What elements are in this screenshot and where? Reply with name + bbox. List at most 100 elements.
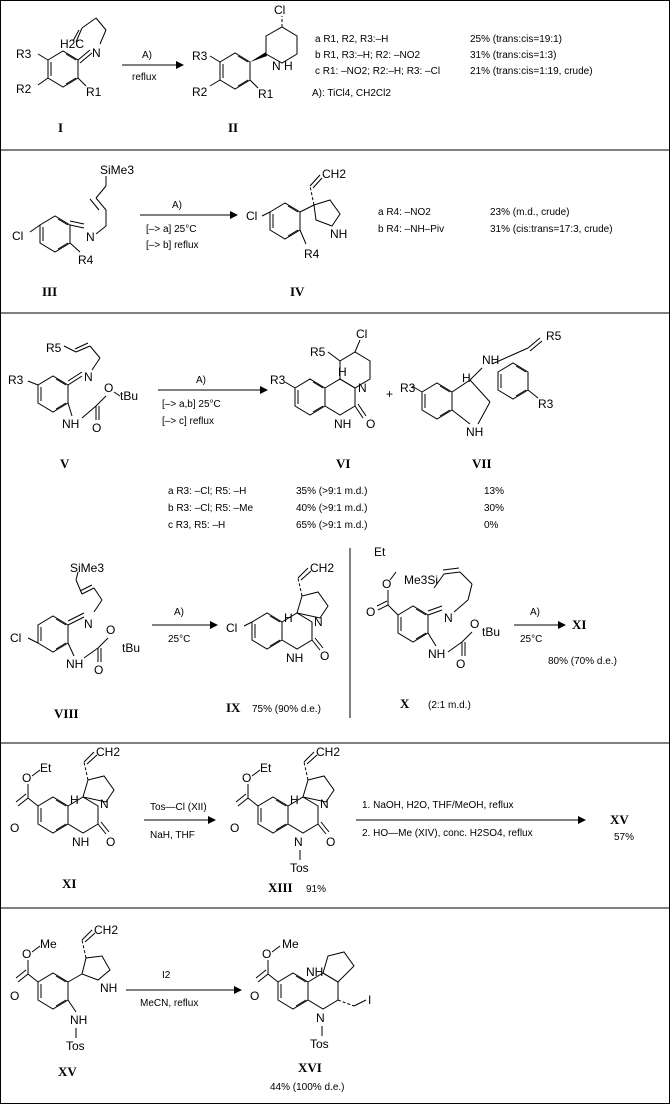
compound-II: R3 R2 R1 N H Cl II — [192, 3, 298, 135]
label-IV: IV — [290, 284, 305, 299]
atom-NH: NH — [428, 647, 445, 661]
r3-reagent: A) — [196, 375, 206, 386]
label-XV: XV — [58, 1064, 77, 1079]
compound-XV: O O Me NH CH2 NH Tos XV — [10, 923, 118, 1079]
atom-N: N — [314, 615, 323, 629]
reaction-1-arrow: A) reflux — [122, 50, 184, 83]
label-XIII: XIII — [268, 880, 293, 895]
atom-tBu: tBu — [482, 625, 500, 639]
atom-O: O — [92, 421, 101, 435]
atom-NH: NH — [70, 1013, 87, 1027]
r1-condition: reflux — [132, 72, 156, 83]
atom-NH: NH — [334, 417, 351, 431]
atom-Tos: Tos — [310, 1037, 329, 1051]
atom-R3: R3 — [270, 373, 286, 387]
label-XVI: XVI — [298, 1060, 322, 1075]
r2-condition-b: [–> b] reflux — [146, 240, 199, 251]
atom-O: O — [262, 947, 271, 961]
atom-R5: R5 — [46, 341, 62, 355]
atom-O: O — [10, 989, 19, 1003]
atom-Et: Et — [40, 761, 52, 775]
atom-Tos: Tos — [66, 1039, 85, 1053]
atom-NH: NH — [482, 353, 499, 367]
r5-condition: 25°C — [520, 634, 542, 645]
r3-yield-vi-c: 65% (>9:1 m.d.) — [296, 520, 367, 531]
atom-O: O — [242, 771, 251, 785]
compound-III: Cl R4 N SiMe3 III — [12, 163, 134, 299]
r6-condition: NaH, THF — [150, 830, 195, 841]
r1-yield-a: 25% (trans:cis=19:1) — [470, 34, 562, 45]
atom-O: O — [382, 577, 391, 591]
reaction-8-arrow: I2 MeCN, reflux — [126, 970, 242, 1009]
r3-yield-vii-c: 0% — [484, 520, 499, 531]
atom-O: O — [22, 947, 31, 961]
plus-sign: + — [386, 387, 393, 401]
atom-H2C: H2C — [60, 37, 84, 51]
atom-SiMe3: SiMe3 — [70, 561, 104, 575]
compound-VI: R3 N O NH R5 Cl H VI — [270, 327, 375, 471]
r1-yield-b: 31% (trans:cis=1:3) — [470, 50, 556, 61]
label-XI-product: XI — [572, 617, 586, 632]
atom-CH2: CH2 — [96, 745, 120, 759]
r4-yield: 75% (90% d.e.) — [252, 704, 321, 715]
atom-R3: R3 — [8, 373, 24, 387]
r3-variant-b: b R3: –Cl; R5: –Me — [168, 503, 253, 514]
r3-condition-c: [–> c] reflux — [162, 416, 214, 427]
atom-R2: R2 — [16, 82, 32, 96]
atom-HN: NH — [306, 965, 323, 979]
r2-condition-a: [–> a] 25°C — [146, 224, 196, 235]
reaction-1-results: a R1, R2, R3:–H 25% (trans:cis=19:1) b R… — [312, 34, 593, 99]
atom-N: N — [86, 230, 95, 244]
reaction-6-arrow: Tos—Cl (XII) NaH, THF — [144, 802, 216, 841]
label-III: III — [42, 284, 57, 299]
label-VI: VI — [336, 456, 350, 471]
atom-H: H — [284, 59, 293, 73]
label-XV-product: XV — [610, 812, 629, 827]
r5-yield: 80% (70% d.e.) — [548, 656, 617, 667]
atom-N: N — [294, 835, 303, 849]
compound-IV: Cl R4 NH CH2 IV — [246, 167, 347, 299]
r8-yield: 44% (100% d.e.) — [270, 1082, 345, 1093]
atom-SiMe3: SiMe3 — [100, 163, 134, 177]
compound-X: O O Et N Me3Si NH O O tBu X (2:1 m.d.) — [366, 545, 500, 711]
atom-N: N — [320, 797, 329, 811]
r6-yield: 91% — [306, 884, 326, 895]
atom-tBu: tBu — [122, 641, 140, 655]
compound-XVI: O O Me NH N I Tos XVI 44% (100% d.e.) — [250, 937, 371, 1093]
atom-Cl: Cl — [356, 327, 367, 341]
atom-NH: NH — [100, 981, 117, 995]
atom-R3: R3 — [538, 397, 554, 411]
label-XI: XI — [62, 876, 76, 891]
atom-H: H — [462, 371, 471, 385]
atom-Cl: Cl — [246, 209, 257, 223]
r3-yield-vii-b: 30% — [484, 503, 504, 514]
atom-R3: R3 — [192, 49, 208, 63]
atom-R3: R3 — [400, 381, 416, 395]
atom-NH: NH — [330, 227, 347, 241]
atom-N: N — [84, 370, 93, 384]
r4-reagent: A) — [174, 607, 184, 618]
atom-O: O — [104, 381, 113, 395]
reaction-7-arrow: 1. NaOH, H2O, THF/MeOH, reflux 2. HO—Me … — [356, 800, 634, 843]
r1-yield-c: 21% (trans:cis=1:19, crude) — [470, 66, 593, 77]
reaction-4-arrow: A) 25°C — [152, 607, 218, 645]
atom-O: O — [456, 657, 465, 671]
label-VII: VII — [472, 456, 492, 471]
label-II: II — [228, 120, 238, 135]
r5-reagent: A) — [530, 607, 540, 618]
atom-Et: Et — [260, 761, 272, 775]
r1-variant-c: c R1: –NO2; R2:–H; R3: –Cl — [315, 66, 440, 77]
r3-yield-vi-a: 35% (>9:1 m.d.) — [296, 486, 367, 497]
reaction-3-results: a R3: –Cl; R5: –H 35% (>9:1 m.d.) 13% b … — [168, 486, 504, 531]
atom-H: H — [284, 611, 293, 625]
compound-IX: Cl H N CH2 NH O IX 75% (90% d.e.) — [226, 561, 334, 715]
atom-Cl: Cl — [10, 631, 21, 645]
atom-NH: NH — [466, 425, 483, 439]
r4-condition: 25°C — [168, 634, 190, 645]
atom-O: O — [94, 663, 103, 677]
atom-tBu: tBu — [120, 389, 138, 403]
atom-Et: Et — [374, 545, 386, 559]
atom-O: O — [22, 771, 31, 785]
atom-N: N — [358, 381, 367, 395]
atom-NH: NH — [66, 657, 83, 671]
